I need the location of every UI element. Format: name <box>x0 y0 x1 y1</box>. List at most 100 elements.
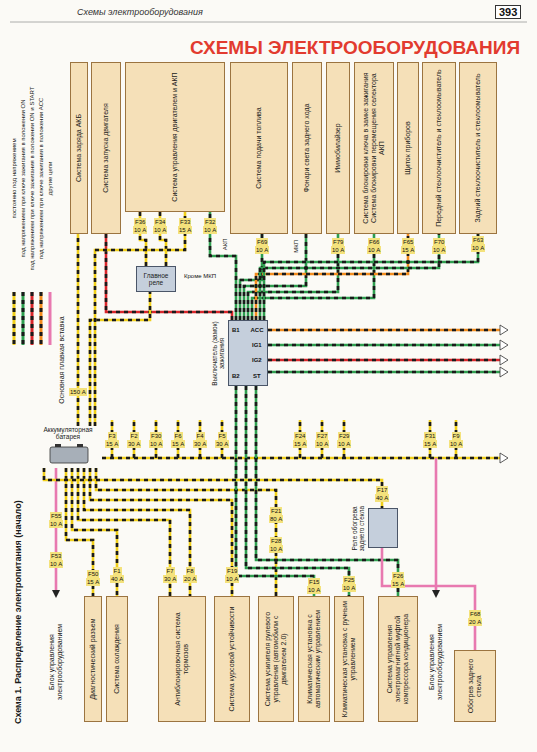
text-group: Система блокировки ключа в замке зажиган… <box>362 66 386 230</box>
wire <box>236 386 314 596</box>
wire-stripe <box>260 234 439 320</box>
wire <box>246 386 349 596</box>
relay-switch: Реле обогрева заднего стекла <box>368 508 398 548</box>
fuse-label: F68 <box>469 610 481 618</box>
text-group: Антиблокировочная система тормозов <box>174 600 190 718</box>
note-label: Блок управления электрооборудованием <box>428 604 444 720</box>
text-group: Обогрев заднего стекла <box>467 654 483 718</box>
fuse-label: F1 <box>113 567 122 575</box>
fuse-label: F17 <box>376 486 388 494</box>
system-box: Система управления двигателем и АКП <box>125 62 225 212</box>
wire-core <box>44 468 382 508</box>
legend-swatch <box>31 292 34 345</box>
fuse-label: F8 <box>186 567 195 575</box>
fuse-label: 10 А <box>49 520 63 528</box>
terminal-label: ST <box>253 373 261 380</box>
legend-swatch <box>49 292 52 345</box>
fuse-label: 15 А <box>293 440 307 448</box>
box-label: Главное реле <box>138 272 174 287</box>
box-label: Антиблокировочная система тормозов <box>174 600 190 718</box>
system-box: Климатическая установка с ручным управле… <box>334 596 364 722</box>
header-rule <box>10 22 527 23</box>
system-box: Система управления электромагнитной муфт… <box>378 596 418 722</box>
fuse-label: 15 А <box>105 440 119 448</box>
box-label: Система управления двигателем и АКП <box>171 66 179 208</box>
wire-core <box>248 234 338 320</box>
battery-terminal <box>77 444 83 447</box>
system-box: Задний стеклоочиститель и стеклоомывател… <box>459 62 497 234</box>
terminal-label: B2 <box>232 373 240 380</box>
system-box: Антиблокировочная система тормозов <box>158 596 206 722</box>
bus-wire <box>102 420 500 458</box>
fuse-label: F32 <box>204 218 216 226</box>
wire-core <box>90 292 150 426</box>
wire <box>90 292 150 426</box>
wire-core <box>77 234 80 426</box>
fuse-label: 10 А <box>149 440 163 448</box>
fuse-label: 15 А <box>178 226 192 234</box>
text-group: Щиток приборов <box>404 66 412 230</box>
fuse-label: 30 А <box>163 575 177 583</box>
fuse-label: 10 А <box>133 226 147 234</box>
system-box: Передний стеклоочиститель и стеклоомыват… <box>422 62 456 234</box>
fuse-label: F6 <box>174 432 183 440</box>
fuse-label: 10 А <box>471 244 485 252</box>
continuation-arrow <box>500 325 508 463</box>
fuse-label: 30 А <box>127 440 141 448</box>
wire <box>260 234 439 320</box>
fuse-label: F9 <box>452 432 461 440</box>
fuse-label: 10 А <box>203 226 217 234</box>
text-group: Система курсовой устойчивости <box>228 600 236 718</box>
box-label: Передний стеклоочиститель и стеклоомыват… <box>435 66 443 230</box>
fuse-label: F19 <box>226 567 238 575</box>
fuse-label: 10 А <box>367 246 381 254</box>
fuse-label: 15 А <box>86 578 100 586</box>
fuse-label: 10 А <box>153 226 167 234</box>
box-label: Климатическая установка с ручным управле… <box>341 600 357 718</box>
wire-stripe <box>268 359 500 362</box>
fuse-label: 80 А <box>269 515 283 523</box>
legend-swatches <box>14 292 50 345</box>
fuse-label: F3 <box>108 432 117 440</box>
wire-core <box>264 234 478 320</box>
fuse-label: F26 <box>392 572 404 580</box>
legend-swatch <box>13 292 16 345</box>
text-group: Реле обогрева заднего стекла <box>350 502 365 554</box>
fuse-label: 10 А <box>432 246 446 254</box>
bus-wire <box>268 359 500 362</box>
wire <box>106 234 232 320</box>
system-box: Щиток приборов <box>397 62 419 234</box>
box-label: Обогрев заднего стекла <box>467 654 483 718</box>
note-label: МКП <box>292 239 299 254</box>
box-label: Аккумуляторная батарея <box>37 426 99 441</box>
fuse-label: F66 <box>368 238 380 246</box>
box-label: Система заряда АКБ <box>75 66 83 230</box>
fuse-label: 15 А <box>171 440 185 448</box>
wire-stripe <box>90 468 232 596</box>
fuse-label: F29 <box>338 432 350 440</box>
wire <box>264 234 478 320</box>
text-group: Система заряда АКБ <box>75 66 83 230</box>
fuse-label: F27 <box>316 432 328 440</box>
system-box: Климатическая установка с автоматическим… <box>298 596 330 722</box>
fuse-label: F25 <box>343 576 355 584</box>
wire <box>256 386 398 596</box>
wire-core <box>95 212 185 426</box>
wire <box>256 234 408 320</box>
legend-text: под напряжением при ключе зажигания в по… <box>20 70 27 286</box>
legend-swatch-stripe <box>31 292 34 345</box>
running-head: Схемы электрооборудования <box>77 7 203 17</box>
system-box: Диагностический разъем <box>84 596 102 722</box>
text-group: Система подачи топлива <box>255 66 263 230</box>
terminal-label: IG2 <box>252 357 262 364</box>
fuse-label: F79 <box>332 238 344 246</box>
wire <box>44 468 382 508</box>
system-box: Система запуска двигателя <box>91 62 121 234</box>
box-label: Щиток приборов <box>404 66 412 230</box>
fuse-label: 10 А <box>255 246 269 254</box>
wire <box>95 212 185 426</box>
box-label: Фонари света заднего хода <box>303 66 311 230</box>
text-group: Диагностический разъем <box>89 600 97 718</box>
